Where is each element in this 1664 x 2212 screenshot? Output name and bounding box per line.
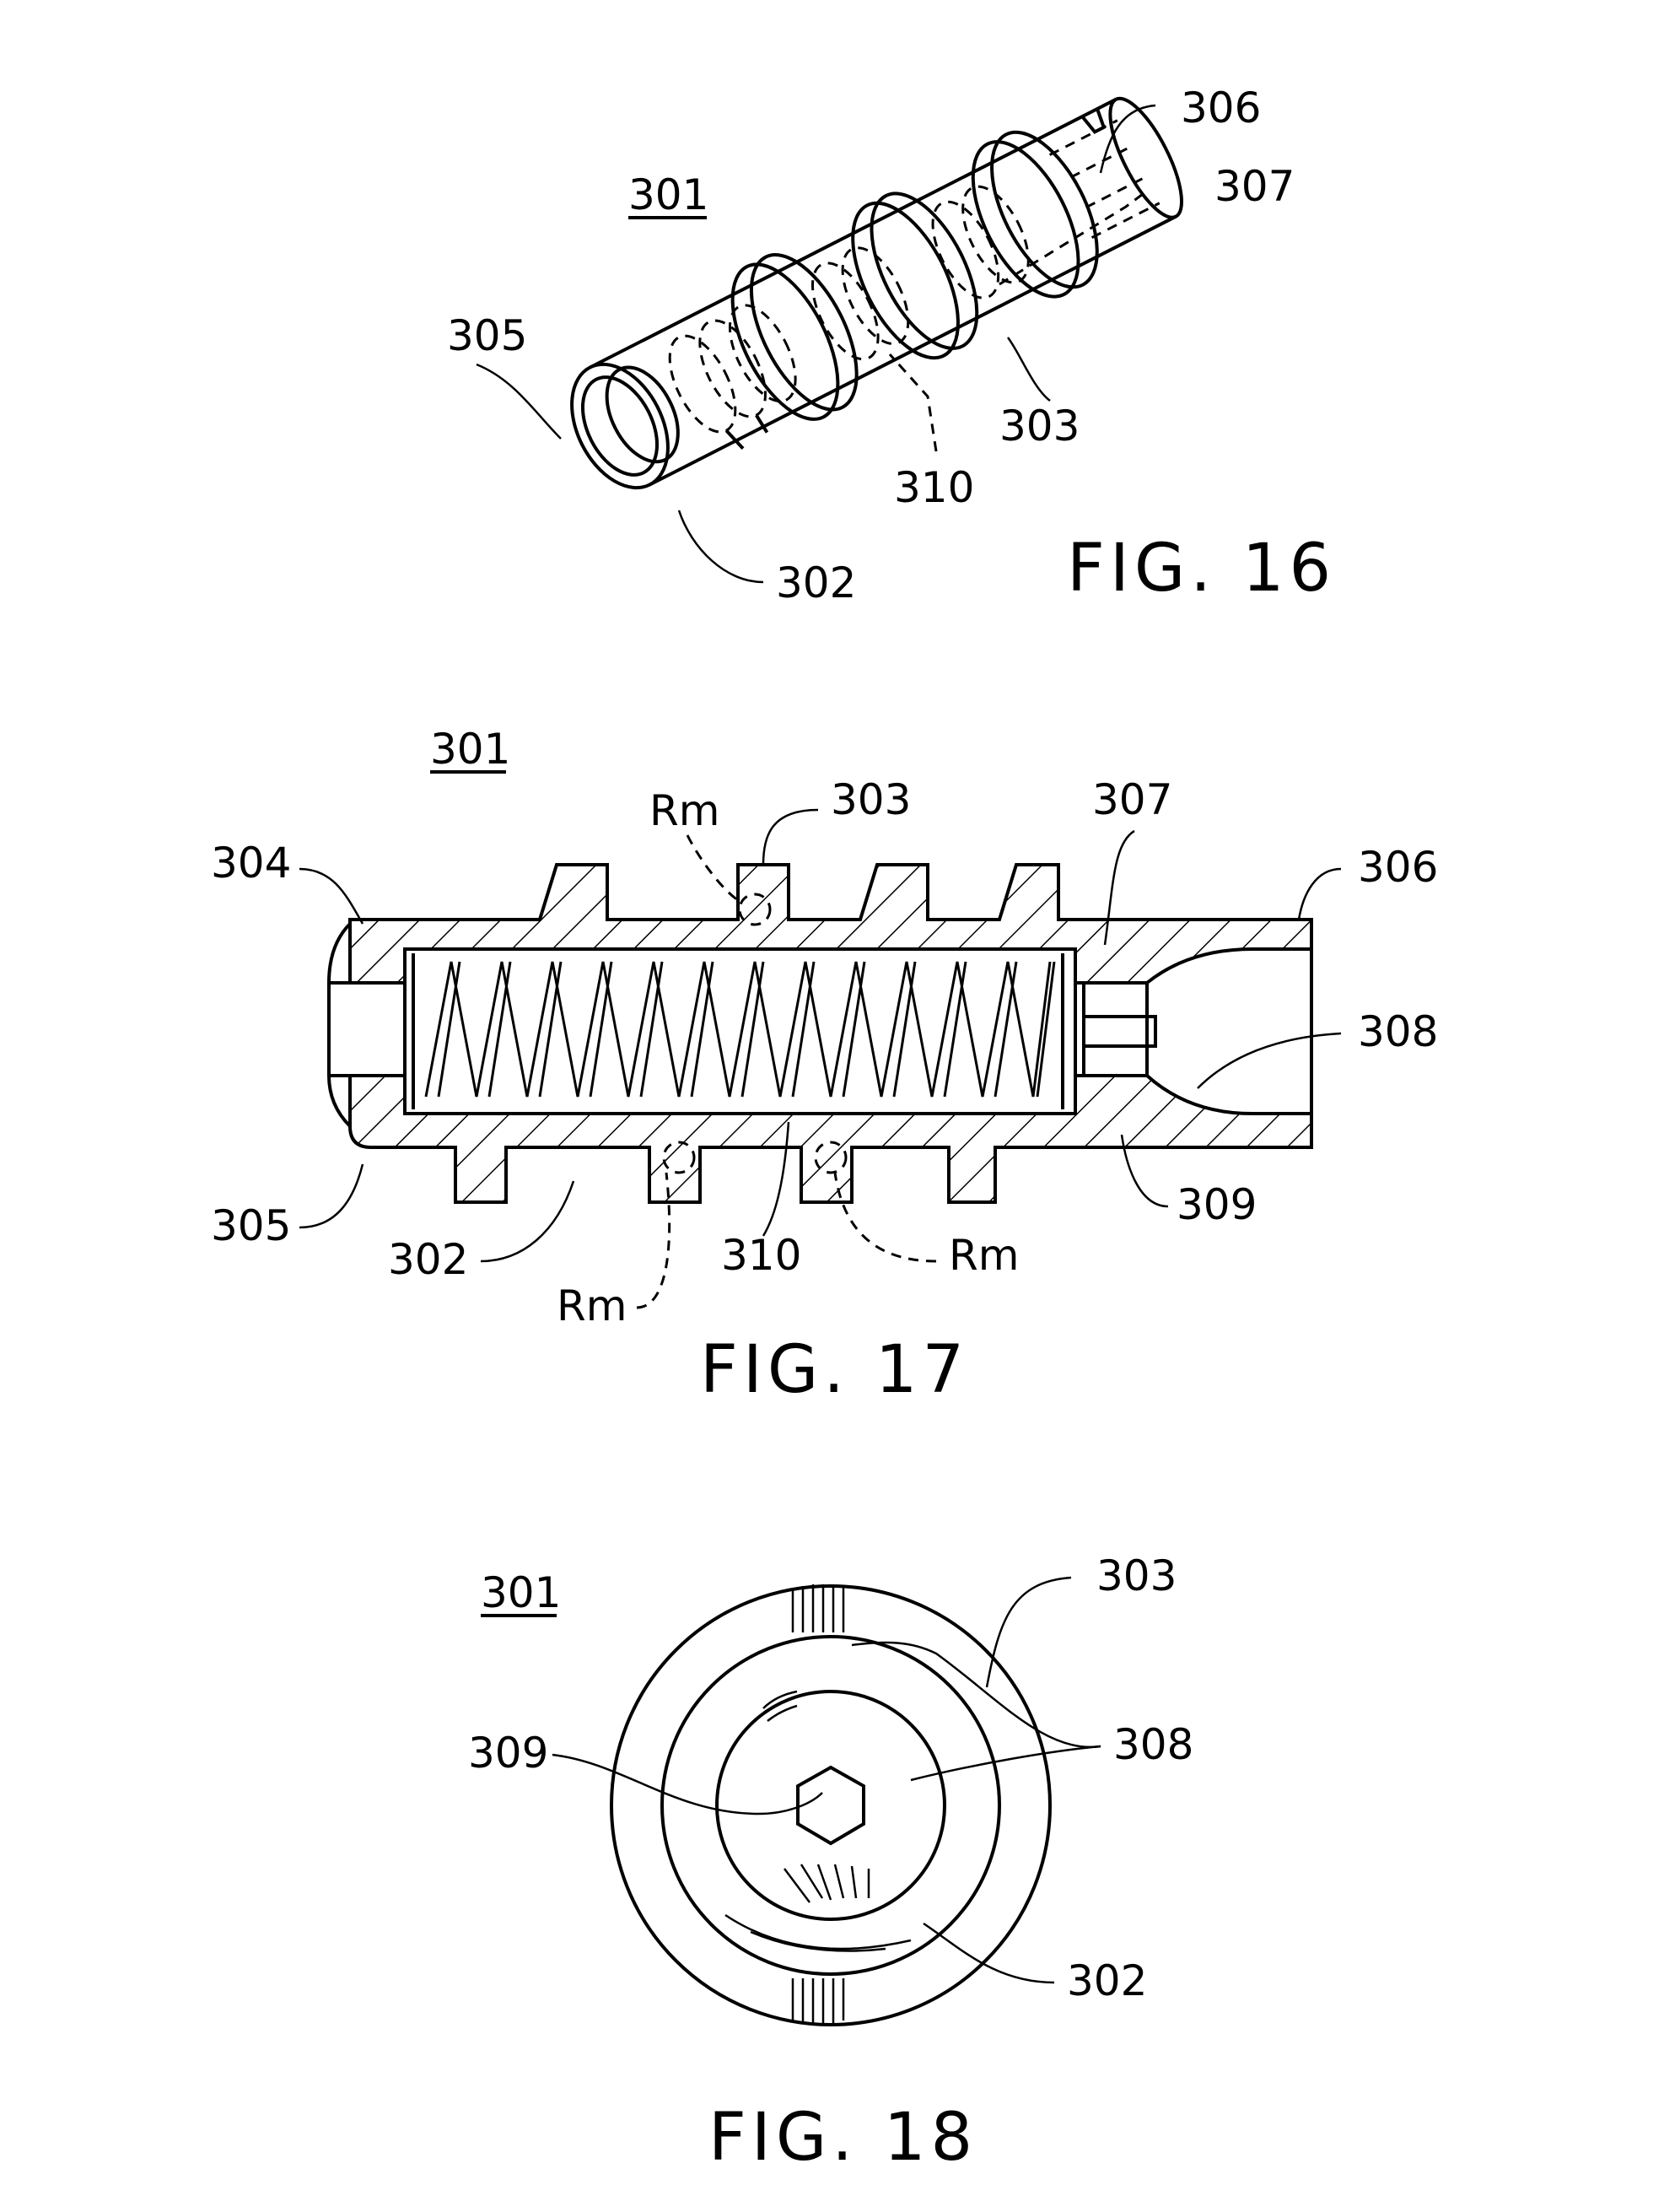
fig16-caption: FIG. 16 — [1067, 531, 1336, 607]
fig16-label-306: 306 — [1181, 84, 1261, 132]
fig18-part-number: 301 — [481, 1568, 561, 1617]
fig17-label-rm-right: Rm — [949, 1231, 1019, 1280]
fig17-label-302: 302 — [388, 1235, 468, 1284]
fig16-label-303: 303 — [999, 402, 1080, 450]
fig16-cylinder — [544, 73, 1204, 520]
fig18-label-302: 302 — [1067, 1956, 1147, 2005]
fig16-label-310: 310 — [894, 463, 974, 512]
fig17-label-310: 310 — [721, 1231, 801, 1280]
fig16-drawing: 301 — [447, 73, 1336, 607]
fig17-label-rm-top: Rm — [649, 786, 719, 835]
fig17-label-305: 305 — [211, 1201, 291, 1250]
fig17-label-304: 304 — [211, 839, 291, 887]
fig18-outer-ring — [611, 1586, 1050, 2025]
fig17-label-309: 309 — [1177, 1180, 1257, 1229]
fig17-label-303: 303 — [831, 775, 911, 824]
fig18-middle-ring — [662, 1637, 999, 1974]
fig16-label-302: 302 — [776, 558, 856, 607]
fig16-part-number: 301 — [628, 170, 708, 219]
fig18-label-309: 309 — [468, 1729, 548, 1778]
fig18-label-308: 308 — [1113, 1720, 1193, 1769]
fig17-label-306: 306 — [1358, 843, 1438, 892]
fig18-hex-opening — [798, 1767, 864, 1843]
fig17-part-number: 301 — [430, 725, 510, 774]
fig17-label-307: 307 — [1092, 775, 1172, 824]
fig17-label-rm-left: Rm — [557, 1281, 627, 1330]
fig16-label-307: 307 — [1214, 162, 1295, 211]
fig17-drawing: 301 — [211, 725, 1438, 1408]
fig16-label-305: 305 — [447, 311, 527, 360]
fig18-caption: FIG. 18 — [708, 2100, 977, 2176]
fig18-drawing: 301 303 308 309 302 FIG. 18 — [468, 1551, 1193, 2176]
fig17-caption: FIG. 17 — [700, 1332, 969, 1408]
fig18-inner-bore — [717, 1691, 945, 1919]
fig17-top-wall — [350, 865, 1311, 983]
fig18-label-303: 303 — [1096, 1551, 1177, 1600]
fig17-label-308: 308 — [1358, 1007, 1438, 1056]
